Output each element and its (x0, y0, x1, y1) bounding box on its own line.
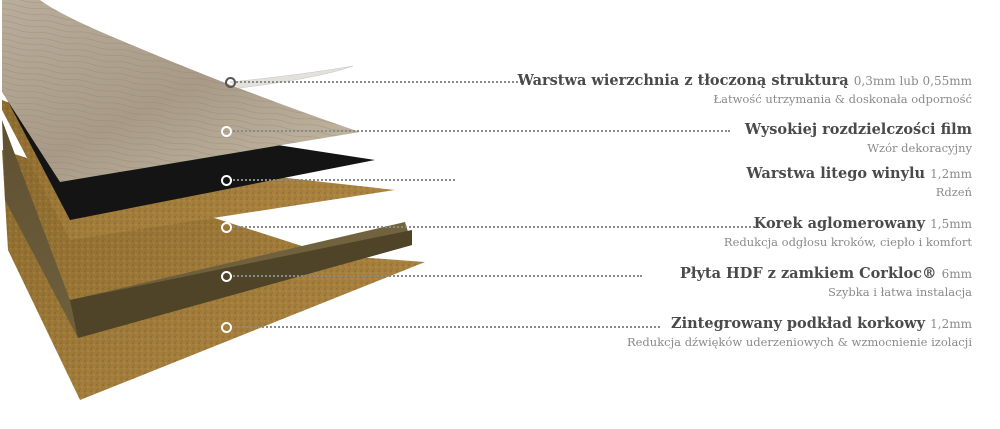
layer-title: Płyta HDF z zamkiem Corkloc® (680, 265, 937, 282)
leader-line-underlay (230, 326, 660, 328)
marker-hdf (221, 271, 232, 282)
leader-line-film (230, 130, 730, 132)
leader-line-cork (230, 226, 755, 228)
layer-title: Warstwa litego winylu (746, 165, 926, 182)
floor-layers-illustration (2, 0, 425, 400)
marker-cork (221, 222, 232, 233)
leader-line-wear-layer (236, 81, 522, 83)
layer-description: Szybka i łatwa instalacja (827, 285, 972, 299)
label-underlay: Zintegrowany podkład korkowy 1,2mm Reduk… (627, 313, 972, 349)
layer-description: Rdzeń (935, 185, 972, 199)
layer-spec: 1,2mm (930, 317, 972, 331)
layer-spec: 0,3mm lub 0,55mm (853, 74, 972, 88)
layer-description: Redukcja odgłosu kroków, ciepło i komfor… (723, 235, 972, 249)
layer-title: Wysokiej rozdzielczości film (744, 121, 972, 138)
label-film: Wysokiej rozdzielczości film Wzór dekora… (745, 119, 972, 155)
marker-film (221, 126, 232, 137)
layer-spec: 1,5mm (930, 217, 972, 231)
layer-spec: 6mm (941, 267, 972, 281)
label-cork: Korek aglomerowany 1,5mm Redukcja odgłos… (724, 213, 972, 249)
layer-description: Łatwość utrzymania & doskonała odporność (713, 92, 972, 106)
marker-vinyl (221, 175, 232, 186)
leader-line-vinyl (230, 179, 455, 181)
layer-title: Warstwa wierzchnia z tłoczoną strukturą (517, 72, 849, 89)
layer-description: Wzór dekoracyjny (867, 141, 972, 155)
layer-title: Korek aglomerowany (753, 215, 926, 232)
label-wear-layer: Warstwa wierzchnia z tłoczoną strukturą … (518, 70, 972, 106)
marker-wear-layer (225, 77, 236, 88)
label-hdf: Płyta HDF z zamkiem Corkloc® 6mm Szybka … (680, 263, 972, 299)
layer-title: Zintegrowany podkład korkowy (671, 315, 926, 332)
leader-line-hdf (230, 275, 642, 277)
marker-underlay (221, 322, 232, 333)
layer-description: Redukcja dźwięków uderzeniowych & wzmocn… (626, 335, 972, 349)
label-vinyl: Warstwa litego winylu 1,2mm Rdzeń (746, 163, 972, 199)
layer-spec: 1,2mm (930, 167, 972, 181)
